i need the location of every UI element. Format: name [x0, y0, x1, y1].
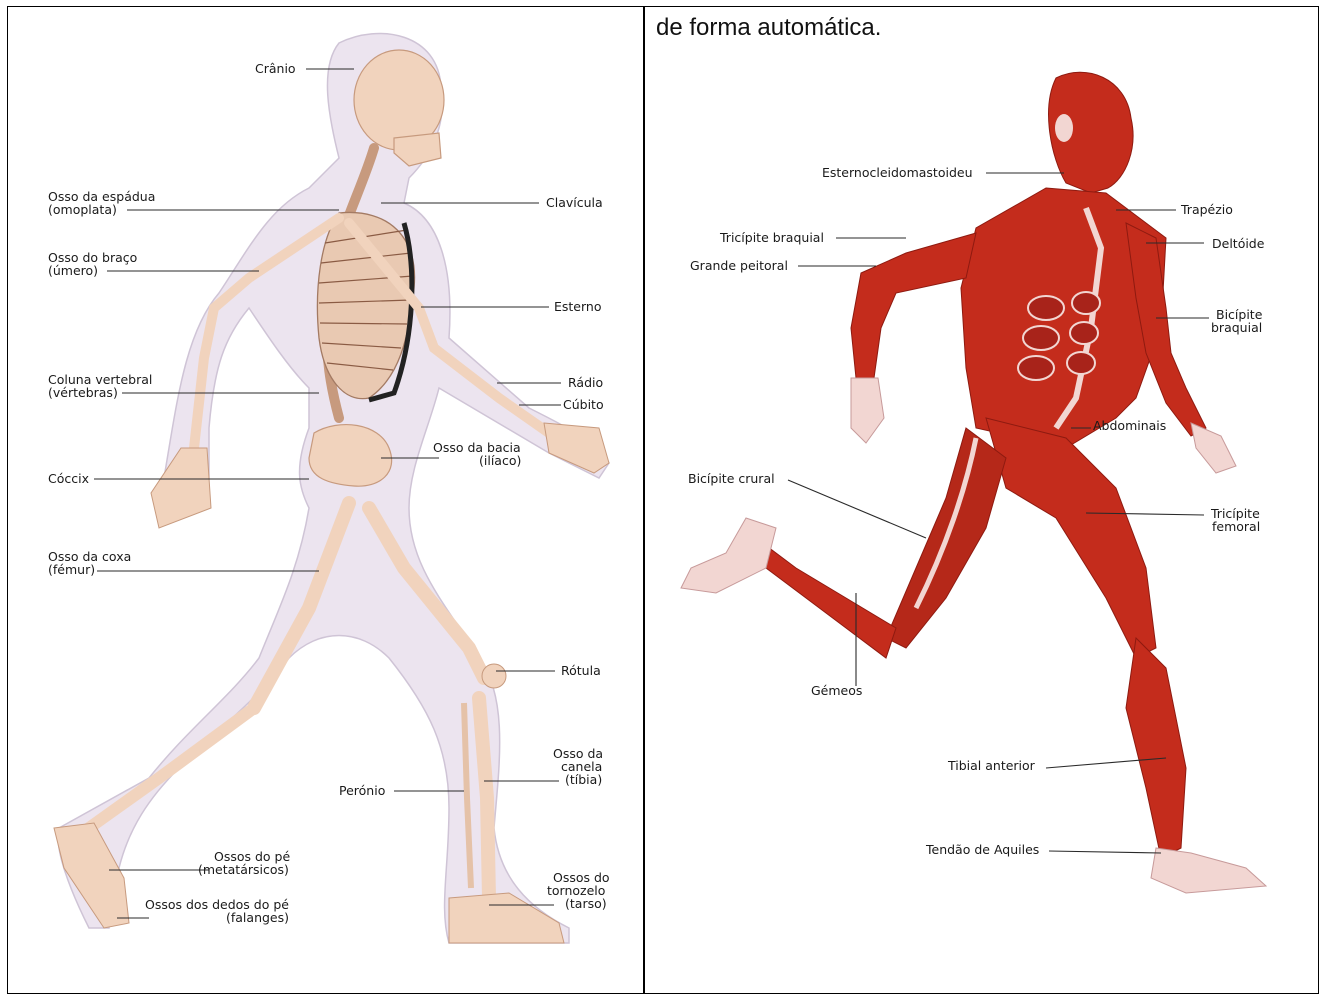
label-peronio: Perónio [339, 783, 385, 798]
label-triceps-femoral-2: femoral [1212, 519, 1260, 534]
back-hand [851, 378, 884, 443]
label-esterno: Esterno [554, 299, 602, 314]
label-cranio: Crânio [255, 61, 296, 76]
label-tendao-aquiles: Tendão de Aquiles [925, 842, 1039, 857]
skeleton-panel: Crânio Osso da espádua (omoplata) Clavíc… [9, 8, 642, 993]
back-leg-shin [89, 708, 254, 828]
label-bacia-2: (ilíaco) [479, 453, 521, 468]
label-deltoide: Deltóide [1212, 236, 1265, 251]
label-biceps-2: braquial [1211, 320, 1262, 335]
muscle-illustration: Esternocleidomastoideu Trapézio Tricípit… [646, 8, 1318, 993]
label-trapezio: Trapézio [1180, 202, 1233, 217]
muscle-panel: Esternocleidomastoideu Trapézio Tricípit… [646, 8, 1318, 993]
label-tornozelo-3: (tarso) [565, 896, 607, 911]
label-grande-peitoral: Grande peitoral [690, 258, 788, 273]
front-hand [1191, 423, 1236, 473]
label-gemeos: Gémeos [811, 683, 862, 698]
skeleton-illustration: Crânio Osso da espádua (omoplata) Clavíc… [9, 8, 642, 993]
muscle-front-thigh [986, 418, 1156, 658]
label-cubito: Cúbito [563, 397, 604, 412]
label-biceps-crural: Bicípite crural [688, 471, 775, 486]
label-rotula: Rótula [561, 663, 601, 678]
label-abdominais: Abdominais [1093, 418, 1166, 433]
label-omoplata-2: (omoplata) [48, 202, 117, 217]
patella-bone [482, 664, 506, 688]
label-canela-3: (tíbia) [565, 772, 602, 787]
label-triceps-braquial: Tricípite braquial [719, 230, 824, 245]
label-clavicula: Clavícula [546, 195, 603, 210]
muscle-front-shin [1126, 638, 1186, 858]
label-umero-2: (úmero) [48, 263, 98, 278]
label-tibial-anterior: Tibial anterior [947, 758, 1036, 773]
panel-divider [643, 6, 645, 994]
muscle-torso [961, 188, 1166, 448]
muscle-back-arm [851, 233, 976, 378]
label-coluna-2: (vértebras) [48, 385, 118, 400]
label-radio: Rádio [568, 375, 603, 390]
front-foot [1151, 848, 1266, 893]
ear-shape [1055, 114, 1073, 142]
back-hand-bone [151, 448, 211, 528]
label-femur-2: (fémur) [48, 562, 95, 577]
back-foot [681, 518, 776, 593]
label-esternocleidomastoideu: Esternocleidomastoideu [822, 165, 973, 180]
label-pe-2: (metatársicos) [198, 862, 289, 877]
front-hand-bone [544, 423, 609, 473]
label-coccix: Cóccix [48, 471, 89, 486]
skeleton-body-outline [58, 33, 609, 943]
label-dedos-2: (falanges) [226, 910, 289, 925]
front-foot-bone [449, 893, 564, 943]
